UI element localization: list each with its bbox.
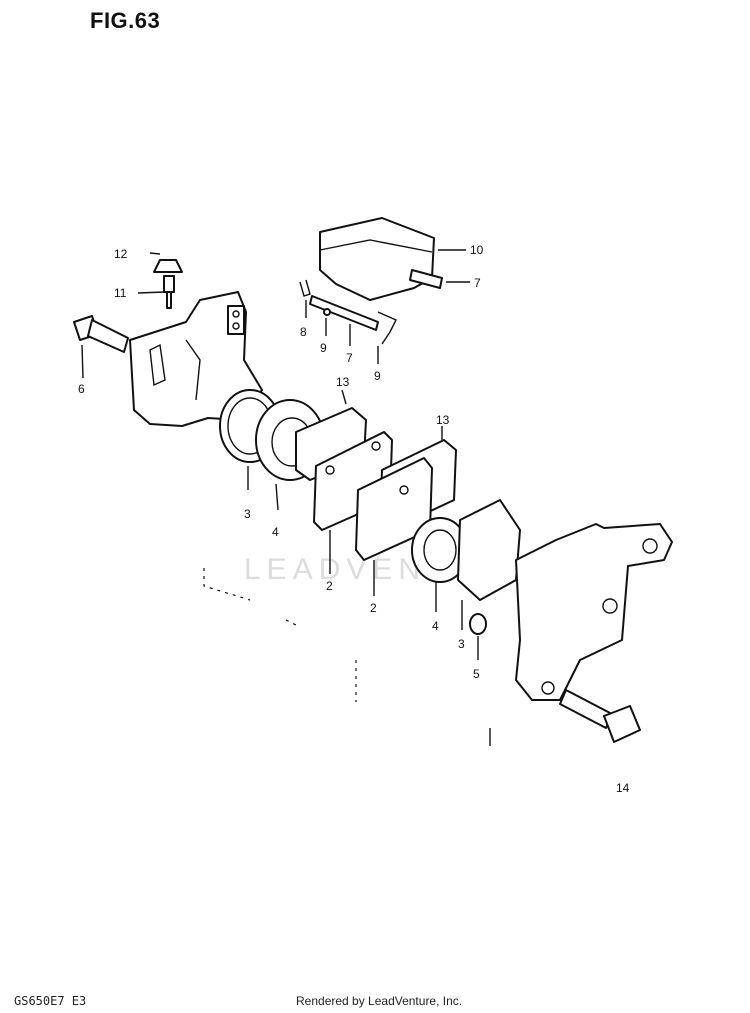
callout-4-right: 4 xyxy=(432,619,439,633)
rendered-by-credit: Rendered by LeadVenture, Inc. xyxy=(296,994,463,1008)
caliper-right-half xyxy=(489,523,673,746)
part-9-clip-left xyxy=(323,308,331,336)
callout-5: 5 xyxy=(473,667,480,681)
phantom-line-left xyxy=(203,568,251,601)
callout-13-left: 13 xyxy=(336,375,350,389)
callout-11: 11 xyxy=(114,286,127,300)
phantom-line-mark xyxy=(285,619,299,627)
callout-9-left: 9 xyxy=(320,341,327,355)
callout-9-right: 9 xyxy=(374,369,381,383)
callout-10: 10 xyxy=(470,243,484,257)
part-11-bleeder-valve xyxy=(137,275,175,309)
part-4-seal-right xyxy=(411,517,469,612)
callout-7-top: 7 xyxy=(474,276,481,290)
part-7-pin-top xyxy=(409,269,470,289)
caliper-left-half xyxy=(129,291,263,427)
callout-13-right: 13 xyxy=(436,413,450,427)
callout-2-right: 2 xyxy=(370,601,377,615)
part-12-cap xyxy=(149,252,183,273)
model-code: GS650E7 E3 xyxy=(14,994,87,1008)
callout-7-bottom: 7 xyxy=(346,351,353,365)
part-3-piston-right xyxy=(457,499,521,630)
callout-6: 6 xyxy=(78,382,85,396)
callout-3-left: 3 xyxy=(244,507,251,521)
figure-title: FIG.63 xyxy=(90,8,161,33)
part-8-clip xyxy=(299,279,379,331)
callout-12: 12 xyxy=(114,247,128,261)
callout-14: 14 xyxy=(616,781,630,795)
callout-3-right: 3 xyxy=(458,637,465,651)
part-5-plug xyxy=(469,613,487,660)
callout-8: 8 xyxy=(300,325,307,339)
part-10-pad-cover xyxy=(319,217,466,301)
part-9-clip-right xyxy=(377,311,397,364)
callout-4-left: 4 xyxy=(272,525,279,539)
part-6-bolt xyxy=(73,315,129,379)
callout-2-left: 2 xyxy=(326,579,333,593)
